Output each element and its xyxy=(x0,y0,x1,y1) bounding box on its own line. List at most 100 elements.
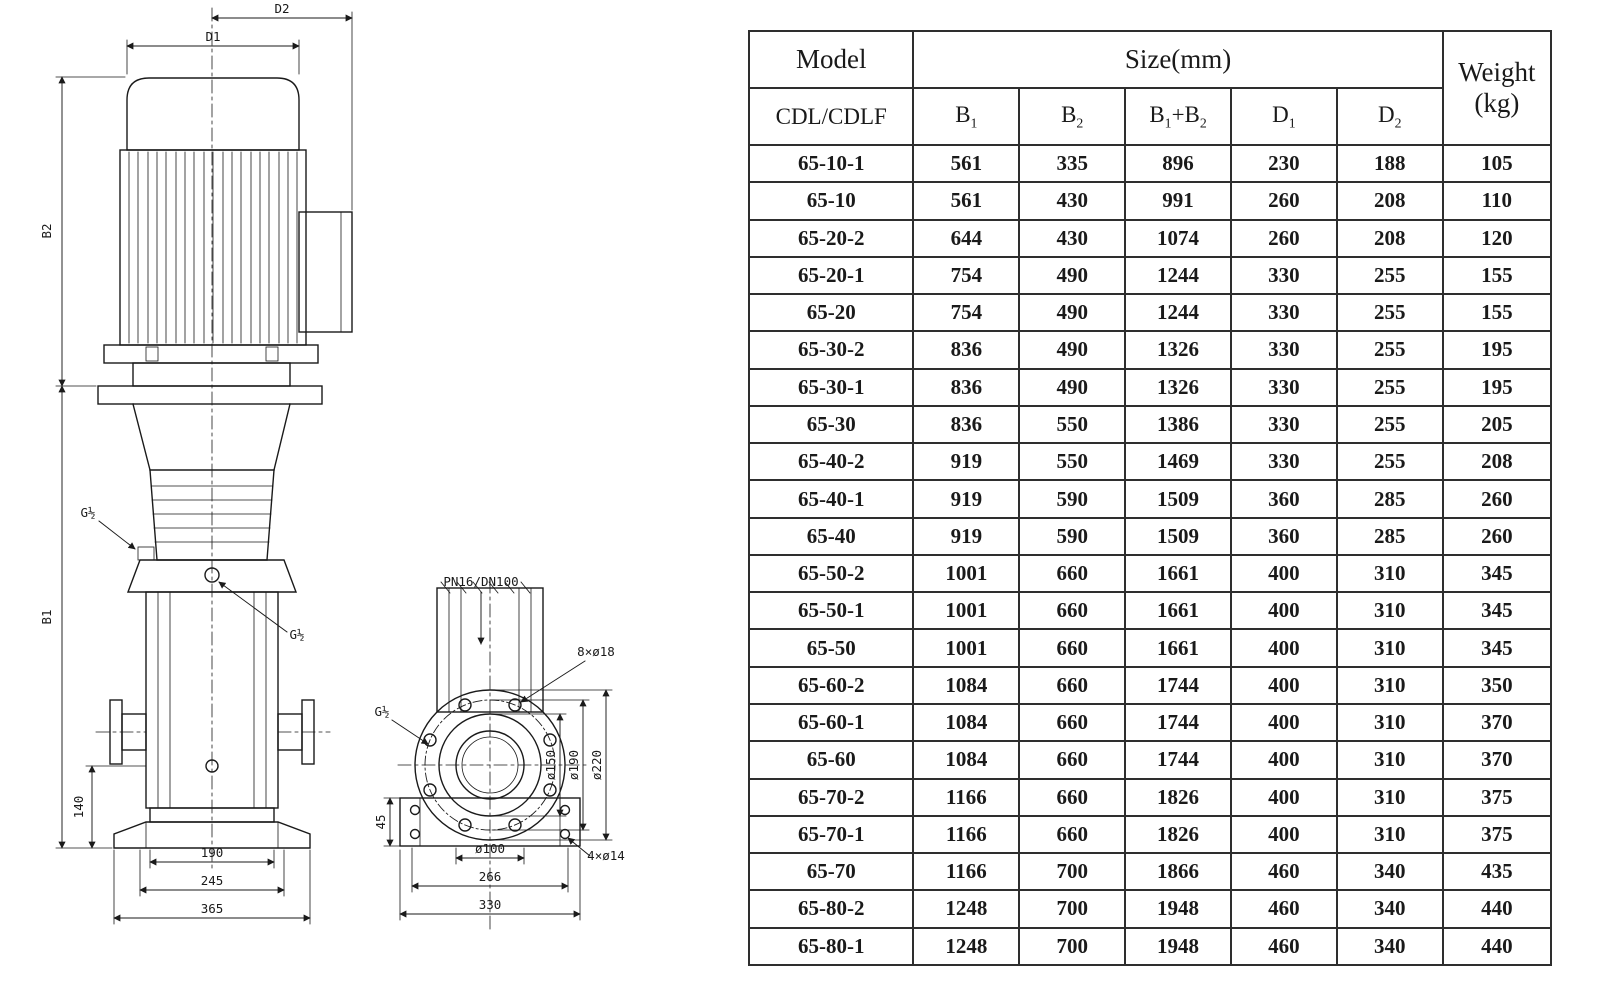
dimension-cell: 919 xyxy=(912,516,1021,556)
dim-b1-label: B1 xyxy=(39,609,54,624)
dimension-cell: 195 xyxy=(1441,330,1553,370)
terminal-box xyxy=(298,211,353,333)
dimension-cell: 1084 xyxy=(912,740,1021,780)
dimension-266: 266 xyxy=(411,847,569,893)
weight-header: Weight (kg) xyxy=(1441,30,1553,146)
dim-365-label: 365 xyxy=(201,901,224,916)
dimension-b2: B2 xyxy=(39,76,126,387)
dimension-cell: 285 xyxy=(1335,479,1444,519)
gauge-port xyxy=(204,567,220,583)
plan-port-callout: G½ xyxy=(374,704,429,745)
dimension-cell: 1948 xyxy=(1124,889,1232,929)
dim-190-label: 190 xyxy=(201,845,224,860)
motor-stool xyxy=(97,344,323,405)
dimension-cell: 1244 xyxy=(1124,293,1232,333)
dimension-cell: 330 xyxy=(1229,367,1338,407)
dimension-cell: 260 xyxy=(1229,218,1338,258)
dimension-cell: 400 xyxy=(1229,702,1338,743)
dia190-label: ø190 xyxy=(566,750,581,780)
model-cell: 65-70-1 xyxy=(747,814,915,855)
model-cell: 65-30-1 xyxy=(747,367,915,407)
model-cell: 65-50 xyxy=(747,628,915,668)
dimension-dia190: ø190 xyxy=(491,699,590,831)
dimension-cell: 310 xyxy=(1335,628,1444,668)
dimension-cell: 1469 xyxy=(1124,442,1232,482)
dimension-cell: 700 xyxy=(1018,852,1127,892)
dimension-cell: 208 xyxy=(1441,442,1553,482)
model-cell: 65-50-2 xyxy=(747,553,915,594)
dimension-cell: 310 xyxy=(1335,591,1444,631)
model-cell: 65-50-1 xyxy=(747,591,915,631)
dimension-cell: 375 xyxy=(1441,777,1553,817)
dimension-d2: D2 xyxy=(211,1,353,211)
dim-45-label: 45 xyxy=(373,814,388,829)
dimension-cell: 836 xyxy=(912,404,1021,445)
model-cell: 65-60-1 xyxy=(747,702,915,743)
dimension-cell: 1244 xyxy=(1124,255,1232,296)
upper-port xyxy=(137,546,155,561)
dimension-cell: 660 xyxy=(1018,665,1127,705)
centerlines xyxy=(95,7,591,933)
dimension-cell: 590 xyxy=(1018,516,1127,556)
model-cell: 65-60 xyxy=(747,740,915,780)
dim-330-label: 330 xyxy=(479,897,502,912)
dimension-cell: 330 xyxy=(1229,442,1338,482)
dimension-cell: 440 xyxy=(1441,926,1553,967)
dim-140-label: 140 xyxy=(71,796,86,819)
dimension-cell: 1948 xyxy=(1124,926,1232,967)
dimension-cell: 195 xyxy=(1441,367,1553,407)
model-cell: 65-20-1 xyxy=(747,255,915,296)
size-group-header: Size(mm) xyxy=(912,30,1444,89)
dimension-cell: 155 xyxy=(1441,255,1553,296)
pump-drawing-svg: D2 D1 B2 B1 xyxy=(39,1,625,933)
dimension-cell: 1166 xyxy=(912,777,1021,817)
dimension-cell: 660 xyxy=(1018,814,1127,855)
dia100-label: ø100 xyxy=(475,841,505,856)
bolt-holes xyxy=(423,698,557,832)
dim-245-label: 245 xyxy=(201,873,224,888)
flange-spec-callout: PN16/DN100 xyxy=(443,574,519,645)
dimension-cell: 1001 xyxy=(912,591,1021,631)
dimension-cell: 590 xyxy=(1018,479,1127,519)
dimension-140: 140 xyxy=(71,765,147,849)
dimension-cell: 255 xyxy=(1335,293,1444,333)
model-series-header: CDL/CDLF xyxy=(747,87,915,146)
weight-header-line2: (kg) xyxy=(1474,88,1520,118)
dimension-cell: 230 xyxy=(1229,143,1338,184)
dimension-cell: 400 xyxy=(1229,740,1338,780)
dim-d1-label: D1 xyxy=(205,29,220,44)
dimension-cell: 1166 xyxy=(912,814,1021,855)
dim-266-label: 266 xyxy=(479,869,502,884)
dimension-cell: 310 xyxy=(1335,553,1444,594)
dimension-cell: 1661 xyxy=(1124,591,1232,631)
dia220-label: ø220 xyxy=(589,750,604,780)
dimension-cell: 700 xyxy=(1018,926,1127,967)
port-upper-label: G½ xyxy=(80,505,95,520)
dimension-cell: 1326 xyxy=(1124,367,1232,407)
dimension-cell: 1509 xyxy=(1124,479,1232,519)
base xyxy=(113,807,311,849)
dimension-cell: 490 xyxy=(1018,255,1127,296)
drain-plug xyxy=(205,759,219,773)
port-label-upper: G½ xyxy=(80,505,136,550)
dimension-cell: 460 xyxy=(1229,889,1338,929)
pump-technical-drawing: D2 D1 B2 B1 xyxy=(0,0,730,1000)
dimension-cell: 660 xyxy=(1018,777,1127,817)
size-column-header: D2 xyxy=(1335,87,1444,146)
dimension-cell: 561 xyxy=(912,181,1021,221)
dimension-cell: 490 xyxy=(1018,330,1127,370)
dimension-cell: 310 xyxy=(1335,777,1444,817)
dimension-cell: 310 xyxy=(1335,814,1444,855)
dimension-cell: 1084 xyxy=(912,665,1021,705)
